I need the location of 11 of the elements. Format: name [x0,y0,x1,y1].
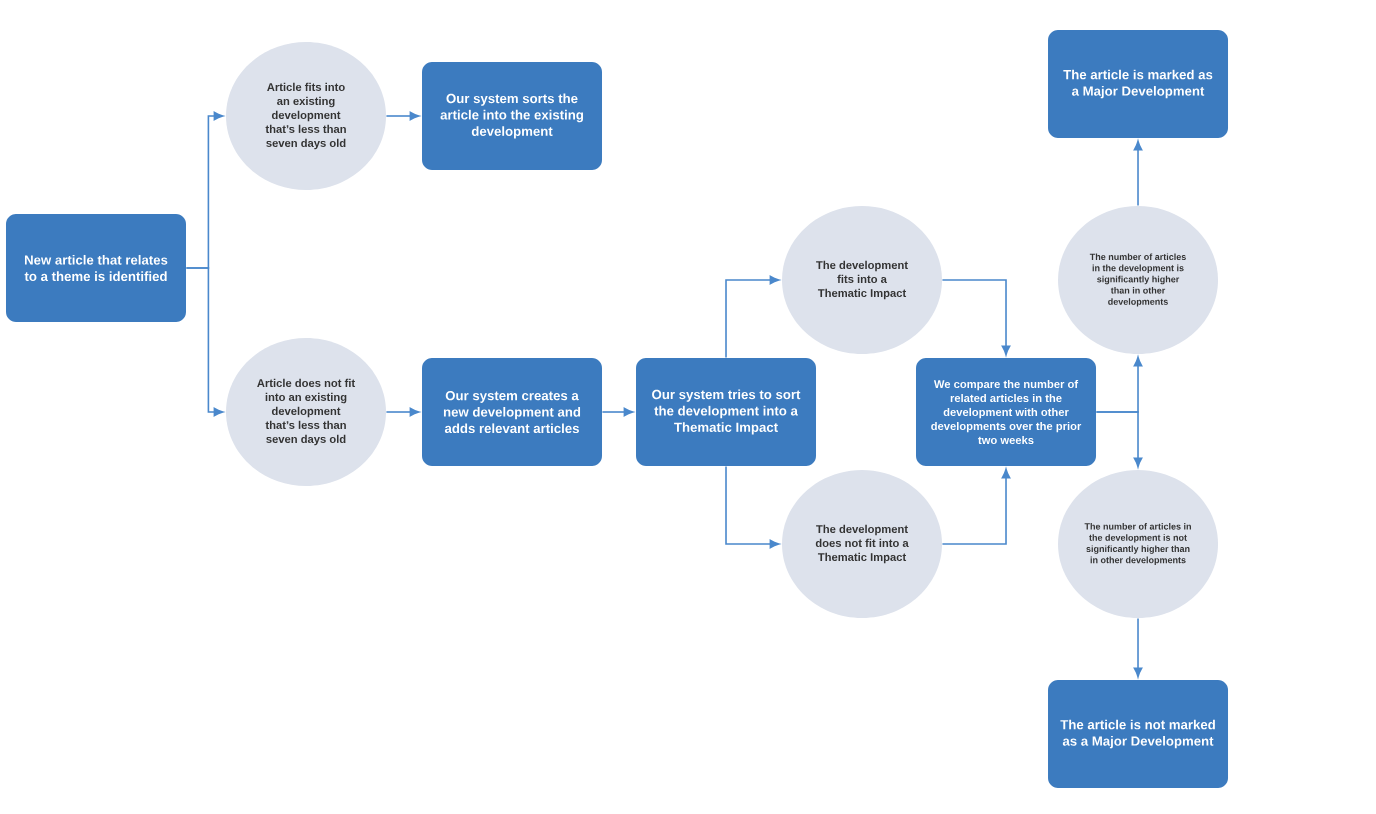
arrow [1095,411,1143,468]
arrow [941,468,1011,545]
arrow [185,267,224,417]
arrow [1133,140,1143,207]
arrow [601,407,634,417]
arrow [725,275,780,359]
arrow [725,465,780,549]
arrow [1133,617,1143,678]
arrow [941,279,1011,356]
arrow [385,111,420,121]
arrow [385,407,420,417]
